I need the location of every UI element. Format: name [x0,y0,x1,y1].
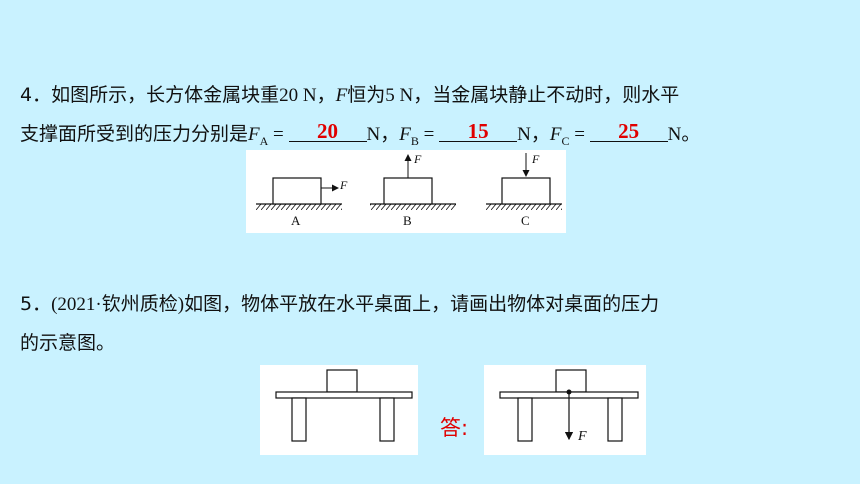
answer-fc: 25 [589,121,668,142]
q4-text-1a: 如图所示，长方体金属块重 [51,84,280,106]
figure-b [370,154,456,210]
figure-b-force-label: F [414,152,422,166]
q4-number: 4． [20,84,52,106]
q4-line1: 4．如图所示，长方体金属块重20 N，F恒为5 N，当金属块静止不动时，则水平 [20,84,680,106]
q5-answer-figure: F [484,365,646,455]
q4-text-1b: 恒为 [347,84,386,106]
q5-answer-svg [499,369,639,442]
q5-answer-force-label: F [578,429,587,444]
figure-a [256,177,342,210]
figure-c-force-label: F [532,152,540,166]
q4-text-2a: 支撑面所受到的压力分别是 [20,123,249,145]
answer-fb: 15 [439,121,518,142]
q5-line2: 的示意图。 [20,328,115,355]
q5-figure-svg [275,369,413,442]
q4-figure: F F F A B C [246,150,566,233]
q5-text-1: 如图，物体平放在水平桌面上，请画出物体对桌面的压力 [184,293,660,315]
q5-figure [260,365,418,455]
figure-a-label: A [291,213,301,228]
q4-weight: 20 N [279,85,317,106]
q4-text-1c: ，当金属块静止不动时，则水平 [413,84,680,106]
q5-answer-label: 答: [440,416,469,440]
figure-c-label: C [521,213,530,228]
q5-text-2: 的示意图。 [20,332,116,354]
answer-fa: 20 [288,121,367,142]
q4-force: 5 N [385,85,414,106]
q4-figure-svg [256,153,562,210]
q5-source: (2021·钦州质检) [51,294,185,315]
q4-f-symbol: F [335,85,348,106]
q5-line1: 5．(2021·钦州质检)如图，物体平放在水平桌面上，请画出物体对桌面的压力 [20,289,659,316]
figure-b-label: B [403,213,412,228]
q5-number: 5． [20,293,52,315]
figure-a-force-label: F [340,178,348,192]
figure-c [486,153,562,210]
